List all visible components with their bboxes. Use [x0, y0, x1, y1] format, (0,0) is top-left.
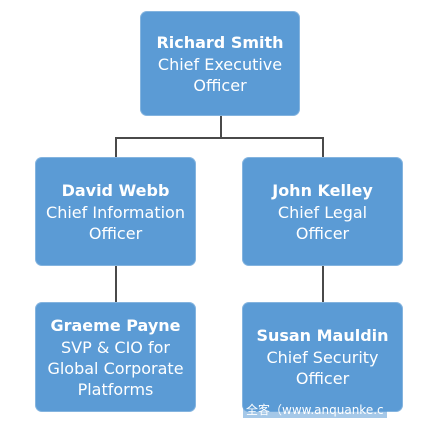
connector-kelley-mauldin	[322, 266, 324, 302]
org-node-cso: Susan Mauldin Chief Security Officer	[242, 302, 403, 412]
connector-horizontal	[115, 137, 323, 139]
connector-left-down	[115, 137, 117, 157]
node-name: Richard Smith	[156, 32, 284, 52]
node-title: Chief Security Officer	[266, 348, 379, 388]
org-node-cio: David Webb Chief Information Officer	[35, 157, 196, 266]
connector-right-down	[322, 137, 324, 157]
node-title: SVP & CIO for Global Corporate Platforms	[47, 337, 184, 399]
node-title: Chief Information Officer	[46, 202, 185, 243]
connector-webb-payne	[115, 266, 117, 302]
org-node-svp-cio: Graeme Payne SVP & CIO for Global Corpor…	[35, 302, 196, 412]
node-name: David Webb	[61, 180, 170, 200]
node-name: John Kelley	[272, 180, 373, 200]
org-node-clo: John Kelley Chief Legal Officer	[242, 157, 403, 266]
org-node-ceo: Richard Smith Chief Executive Officer	[140, 11, 300, 116]
node-title: Chief Executive Officer	[157, 54, 283, 95]
node-name: Susan Mauldin	[256, 326, 389, 345]
watermark-text: 全客（www.anquanke.c	[243, 401, 387, 418]
node-name: Graeme Payne	[50, 315, 181, 335]
node-title: Chief Legal Officer	[277, 202, 368, 243]
connector-ceo-down	[220, 116, 222, 138]
